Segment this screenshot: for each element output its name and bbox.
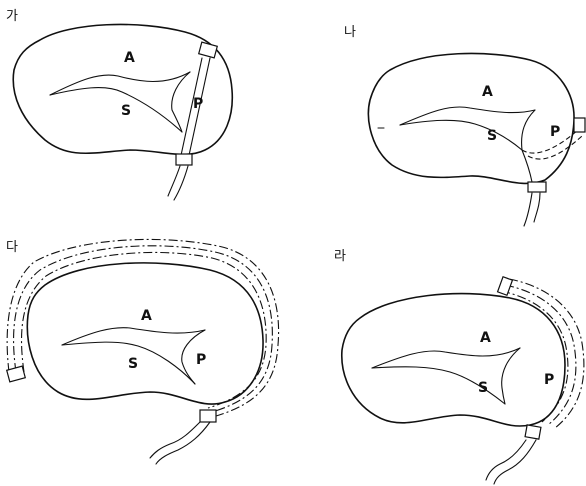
- organ-outline: [368, 53, 574, 183]
- chamber-label-a: A: [141, 308, 152, 324]
- organ-outline: [342, 294, 565, 426]
- cable: [494, 440, 536, 484]
- clamp-icon: [528, 182, 546, 192]
- cavity-branch: [172, 72, 190, 132]
- clamp-icon: [199, 42, 218, 58]
- panel-ra: 라 A S P: [334, 249, 584, 484]
- clamp-icon: [498, 277, 513, 295]
- clamp-icon: [574, 118, 585, 132]
- chamber-label-p: P: [196, 352, 206, 368]
- panel-ga: 가 A S P: [6, 9, 232, 200]
- cavity-lower: [400, 120, 522, 150]
- panel-label-na: 나: [344, 25, 356, 40]
- clamp-icon: [200, 410, 216, 422]
- organ-outline: [27, 263, 263, 404]
- clamp-icon: [7, 366, 26, 382]
- chamber-label-a: A: [482, 84, 493, 100]
- cable: [524, 193, 532, 226]
- cable: [156, 422, 210, 464]
- chamber-label-a: A: [480, 330, 491, 346]
- cable: [534, 193, 540, 222]
- chamber-label-s: S: [121, 103, 131, 119]
- cable: [486, 440, 526, 480]
- cavity-lower: [50, 88, 182, 132]
- cable: [522, 150, 532, 182]
- cavity-branch: [502, 348, 520, 404]
- cavity-branch: [522, 110, 535, 150]
- cable: [174, 166, 188, 200]
- panel-na: 나 A S P: [344, 25, 585, 226]
- panel-label-ra: 라: [334, 249, 346, 264]
- clamp-icon: [176, 154, 192, 165]
- chamber-label-s: S: [478, 380, 488, 396]
- chamber-label-p: P: [550, 124, 560, 140]
- organ-outline: [13, 24, 232, 154]
- clamp-icon: [525, 425, 541, 439]
- chamber-label-a: A: [124, 50, 135, 66]
- panel-da: 다 A S P: [6, 239, 279, 464]
- panel-label-ga: 가: [6, 9, 18, 24]
- panel-label-da: 다: [6, 240, 18, 255]
- cavity-upper: [372, 348, 520, 368]
- probe-path: [7, 239, 278, 416]
- chamber-label-s: S: [128, 356, 138, 372]
- chamber-label-s: S: [487, 128, 497, 144]
- probe-path: [505, 285, 576, 425]
- chamber-label-p: P: [544, 372, 554, 388]
- cavity-upper: [62, 328, 205, 345]
